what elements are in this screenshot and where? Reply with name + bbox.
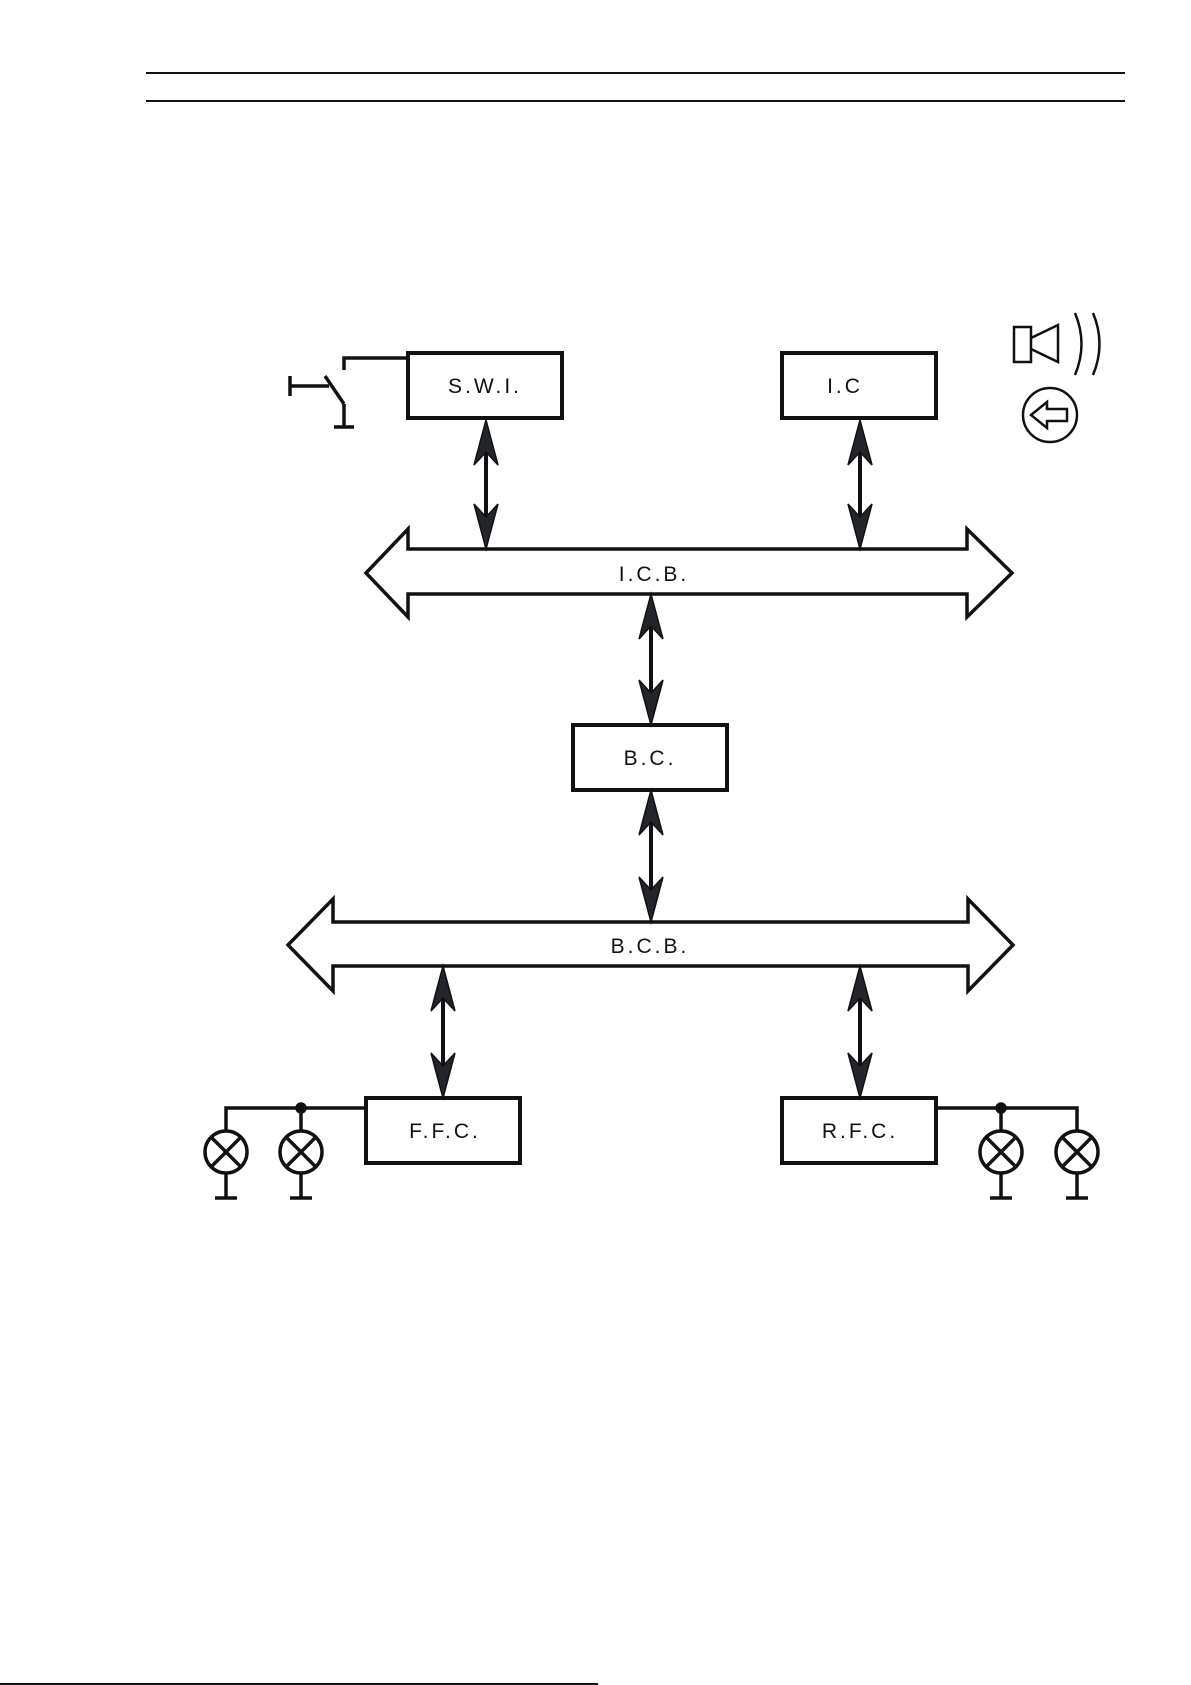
switch-icon [288,356,408,429]
connector-arrow-bc-bcb [638,787,664,925]
lamp-icon [203,1129,249,1200]
arrowhead-up [473,417,499,466]
connector-arrow-bcb-rfc [847,963,873,1101]
box-ffc: F.F.C. [364,1096,522,1165]
connector-arrow-icb-bc [638,591,664,728]
arrowhead-down [638,876,664,925]
bus-icb: I.C.B. [363,524,1015,622]
lamp-icon [278,1129,324,1200]
box-ffc-label: F.F.C. [409,1120,481,1143]
bus-icb-label: I.C.B. [619,563,690,586]
bus-bcb-label: B.C.B. [611,935,690,958]
box-rfc-label: R.F.C. [822,1120,898,1143]
arrowhead-up [638,591,664,640]
box-ic-label: I.C [827,375,863,398]
arrowhead-down [847,503,873,552]
turn-indicator-icon [1021,386,1079,444]
lamp-icon [978,1129,1024,1200]
arrowhead-up [430,963,456,1012]
front-lamp-wiring [224,1102,366,1130]
box-ic: I.C [780,351,938,420]
arrowhead-down [473,503,499,552]
connector-arrow-bcb-ffc [430,963,456,1101]
arrowhead-down [638,679,664,728]
box-bc: I.C.B. B.C. [571,723,729,792]
box-bc-text: B.C. [624,747,677,770]
arrowhead-down [430,1052,456,1101]
arrowhead-up [847,417,873,466]
rear-lamp-wiring [936,1102,1079,1130]
arrowhead-up [847,963,873,1012]
box-swi: S.W.I. [406,351,564,420]
horn-icon [1012,312,1101,376]
arrowhead-down [847,1052,873,1101]
connector-arrow-swi-icb [473,417,499,552]
connector-arrow-ic-icb [847,417,873,552]
arrowhead-up [638,787,664,836]
lamp-icon [1054,1129,1100,1200]
bus-bcb: B.C.B. [285,894,1016,996]
box-swi-label: S.W.I. [448,375,522,398]
box-rfc: R.F.C. [780,1096,938,1165]
